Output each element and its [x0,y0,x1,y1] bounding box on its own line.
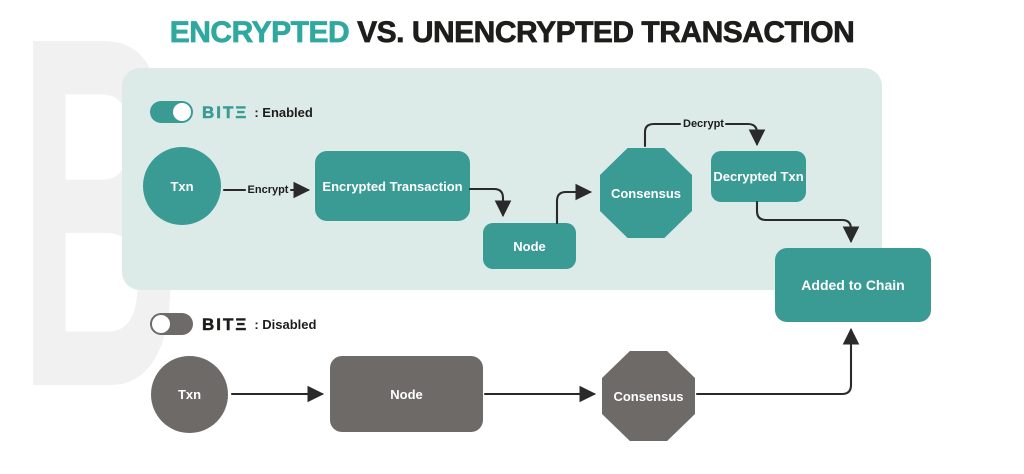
edge-decrypt-label-to-decbox [724,122,766,147]
title-rest: VS. UNENCRYPTED TRANSACTION [357,16,855,50]
node-consensus-encrypted: Consensus [600,148,692,238]
node-node-unencrypted: Node [330,356,483,432]
bite-logo: BITΞ [202,314,249,334]
node-added-to-chain: Added to Chain [775,248,931,322]
node-label: Consensus [610,185,682,201]
title-highlight: ENCRYPTED [169,16,350,50]
node-consensus-unencrypted: Consensus [602,351,695,441]
node-label: Txn [177,387,202,402]
node-encrypted-transaction: Encrypted Transaction [315,151,470,221]
node-txn-encrypted: Txn [143,147,221,225]
edge-consensus-to-decrypt-label [643,122,682,148]
bite-enabled-row: BITΞ : Enabled [150,100,313,124]
node-label: Encrypted Transaction [322,178,463,194]
bite-enabled-state-label: : Enabled [254,104,313,120]
edge-label-encrypt: Encrypt [247,184,289,196]
node-decrypted-txn: Decrypted Txn [711,151,806,202]
toggle-knob [173,103,191,121]
bite-disabled-toggle[interactable] [150,313,193,335]
edge-decbox-to-added [755,200,860,244]
node-label: Txn [170,178,194,194]
node-node-encrypted: Node [483,223,576,269]
node-label: Node [513,238,546,254]
node-label: Added to Chain [801,277,905,293]
node-txn-unencrypted: Txn [151,356,228,433]
bite-enabled-toggle[interactable] [150,101,193,123]
edge-encbox-to-node [468,187,512,218]
node-label: Decrypted Txn [713,169,804,184]
node-label: Node [390,386,423,402]
bite-logo: BITΞ [202,102,249,122]
bite-disabled-state-label: : Disabled [254,316,317,332]
node-label: Consensus [613,388,684,404]
toggle-knob [152,315,170,333]
edge-node-to-consensus [555,183,593,225]
edge-label-decrypt: Decrypt [683,118,724,130]
edge-consensus2-to-added [695,327,860,396]
bite-disabled-row: BITΞ : Disabled [150,312,316,336]
